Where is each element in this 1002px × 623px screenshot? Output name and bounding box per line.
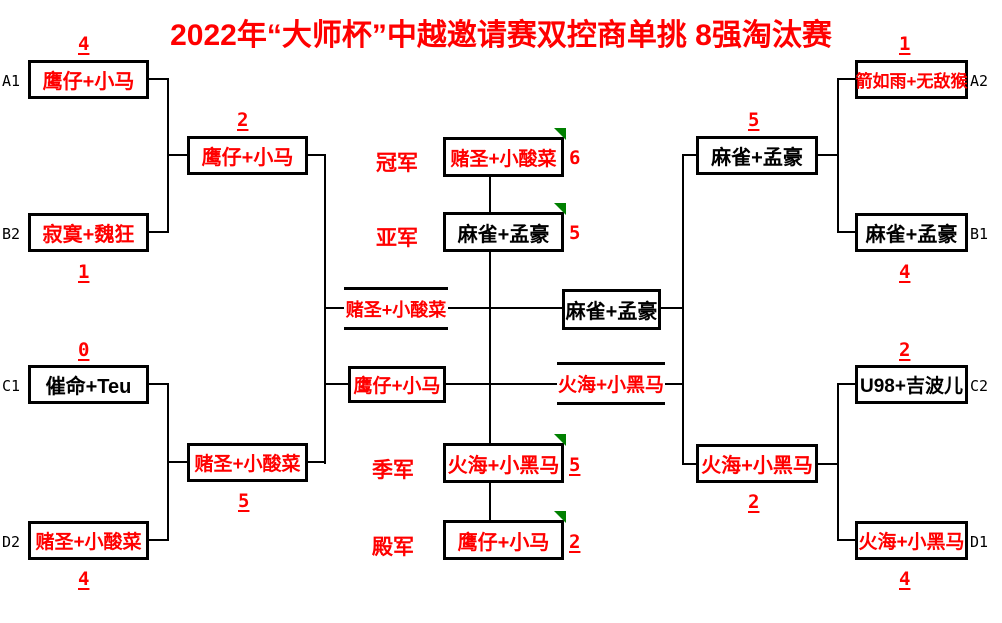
- qf-score-a1: 4: [78, 33, 90, 55]
- connector-line: [306, 461, 326, 463]
- connector-line: [837, 539, 855, 541]
- connector-line: [148, 383, 168, 385]
- sf-team-box-left-top: 鹰仔+小马: [187, 136, 308, 175]
- result-team-box-champion: 赌圣+小酸菜: [443, 137, 564, 177]
- qf-score-a2: 1: [899, 33, 911, 55]
- connector-line: [682, 154, 696, 156]
- qf-score-d2: 4: [78, 568, 90, 590]
- connector-line: [324, 383, 348, 385]
- connector-line: [665, 383, 683, 385]
- qf-score-d1: 4: [899, 568, 911, 590]
- seed-label-d2: D2: [2, 533, 21, 551]
- connector-line: [324, 154, 326, 464]
- connector-line: [682, 463, 696, 465]
- page-title: 2022年“大师杯”中越邀请赛双控商单挑 8强淘汰赛: [170, 19, 832, 52]
- connector-line: [148, 78, 168, 80]
- result-label-third: 季军: [372, 459, 414, 482]
- connector-line: [167, 461, 187, 463]
- sf-score-right-bottom: 2: [748, 491, 760, 513]
- qf-team-box-b2: 寂寞+魏狂: [28, 213, 149, 252]
- connector-line: [489, 177, 491, 212]
- result-label-fourth: 殿军: [372, 536, 414, 559]
- seed-label-d1: D1: [970, 533, 989, 551]
- qf-score-c2: 2: [899, 339, 911, 361]
- result-team-box-third: 火海+小黑马: [443, 443, 564, 483]
- third-right-team: 火海+小黑马: [557, 362, 665, 405]
- result-score-champion: 6: [569, 147, 581, 169]
- connector-line: [837, 383, 855, 385]
- connector-line: [682, 154, 684, 465]
- connector-line: [306, 154, 326, 156]
- qf-score-b1: 4: [899, 261, 911, 283]
- sf-score-right-top: 5: [748, 109, 760, 131]
- seed-label-b2: B2: [2, 225, 21, 243]
- sf-score-left-top: 2: [237, 109, 249, 131]
- qf-team-box-b1: 麻雀+孟豪: [855, 213, 968, 252]
- result-team-box-fourth: 鹰仔+小马: [443, 520, 564, 560]
- seed-label-c1: C1: [2, 377, 21, 395]
- connector-line: [837, 231, 855, 233]
- result-team-box-runnerup: 麻雀+孟豪: [443, 212, 564, 252]
- connector-line: [489, 483, 491, 520]
- connector-line: [837, 383, 839, 541]
- sf-team-box-right-bottom: 火海+小黑马: [696, 444, 818, 483]
- connector-line: [448, 307, 562, 309]
- qf-score-c1: 0: [78, 339, 90, 361]
- third-left-team-box: 鹰仔+小马: [348, 366, 446, 403]
- connector-line: [446, 383, 557, 385]
- sf-team-box-left-bottom: 赌圣+小酸菜: [187, 443, 308, 482]
- final-right-team-box: 麻雀+孟豪: [562, 289, 661, 330]
- qf-team-box-a2: 箭如雨+无敌猴: [855, 60, 968, 99]
- connector-line: [818, 463, 838, 465]
- connector-line: [148, 231, 168, 233]
- seed-label-a2: A2: [970, 72, 989, 90]
- final-left-team: 赌圣+小酸菜: [344, 287, 448, 330]
- seed-label-c2: C2: [970, 377, 989, 395]
- seed-label-a1: A1: [2, 72, 21, 90]
- connector-line: [324, 307, 344, 309]
- result-score-third: 5: [569, 454, 581, 476]
- qf-team-box-d1: 火海+小黑马: [855, 521, 968, 560]
- qf-team-box-c1: 催命+Teu: [28, 365, 149, 404]
- sf-score-left-bottom: 5: [238, 490, 250, 512]
- connector-line: [489, 252, 491, 443]
- qf-team-box-d2: 赌圣+小酸菜: [28, 521, 149, 560]
- connector-line: [148, 539, 168, 541]
- qf-team-box-a1: 鹰仔+小马: [28, 60, 149, 99]
- result-score-fourth: 2: [569, 531, 581, 553]
- connector-line: [837, 78, 855, 80]
- sf-team-box-right-top: 麻雀+孟豪: [696, 136, 818, 175]
- qf-score-b2: 1: [78, 261, 90, 283]
- connector-line: [661, 307, 683, 309]
- qf-team-box-c2: U98+吉波儿: [855, 365, 968, 404]
- connector-line: [837, 78, 839, 233]
- connector-line: [167, 154, 187, 156]
- result-score-runnerup: 5: [569, 222, 581, 244]
- connector-line: [818, 154, 838, 156]
- result-label-runnerup: 亚军: [376, 227, 418, 250]
- result-label-champion: 冠军: [376, 152, 418, 175]
- seed-label-b1: B1: [970, 225, 989, 243]
